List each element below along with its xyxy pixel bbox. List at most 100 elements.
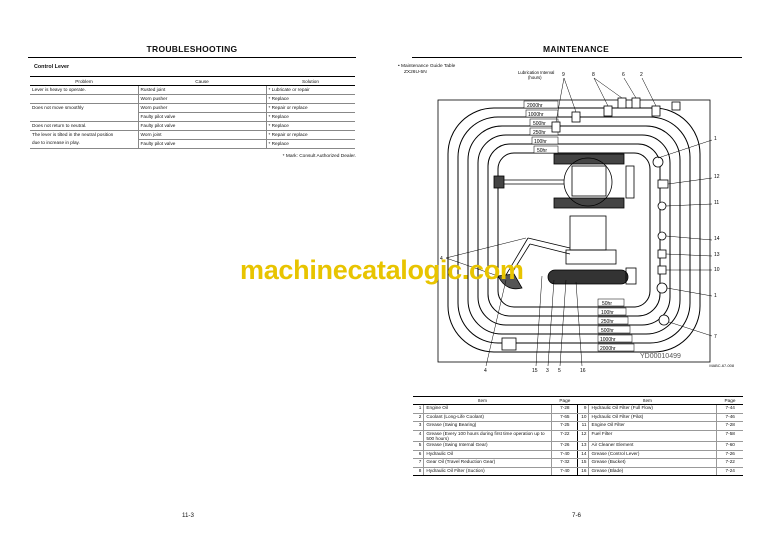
page-title: TROUBLESHOOTING — [146, 44, 238, 54]
drawing-id: YD00010499 — [640, 353, 681, 360]
page-number: 7-6 — [572, 512, 581, 519]
interval-label: 500hr — [601, 328, 614, 334]
callout-number: 6 — [622, 72, 625, 78]
ring-1000 — [457, 116, 691, 344]
column-header: Cause — [138, 76, 266, 86]
item-page: 7-40 — [551, 450, 579, 460]
oil-drop-icon — [652, 156, 664, 168]
interval-label: 1000hr — [528, 112, 544, 118]
interval-label: 100hr — [534, 139, 547, 145]
coolant-icon — [631, 97, 641, 109]
solution-cell: * Replace — [266, 121, 355, 131]
interval-label: 2000hr — [600, 346, 616, 352]
book-icon — [501, 337, 517, 351]
item-name: Grease (Every 100 hours during first tim… — [423, 430, 553, 443]
interval-label: 1000hr — [600, 337, 616, 343]
solution-cell: * Repair or replace — [266, 103, 355, 113]
cause-cell: Faulty pilot valve — [138, 112, 267, 122]
oil-icon — [617, 97, 627, 109]
excavator-top-view — [493, 153, 635, 209]
column-header: Page — [716, 396, 743, 405]
problem-cell: Does not move smoothly — [30, 103, 139, 113]
figure-code: MABC-67-008 — [709, 363, 734, 368]
item-page: 7-22 — [716, 458, 743, 468]
item-name: Hydraulic Oil Filter (Pilot) — [588, 413, 718, 422]
title-divider — [28, 57, 356, 58]
filter-icon — [571, 111, 581, 123]
leader-lines — [445, 77, 713, 367]
column-header: Solution — [266, 76, 355, 86]
fuel-filter-icon — [657, 179, 669, 189]
callout-number: 12 — [714, 174, 720, 180]
maintenance-diagram: Lubrication Interval (hours) 2000hr 1000… — [437, 70, 720, 372]
table-row: Faulty pilot valve * Replace — [30, 112, 355, 122]
page-title: MAINTENANCE — [542, 44, 610, 54]
item-page: 7-58 — [716, 430, 743, 443]
maintenance-items-table: Item Page Item Page 1 Engine Oil 7-28 9 … — [413, 396, 743, 477]
callout-number: 13 — [714, 252, 720, 258]
callout-number: 4 — [440, 256, 443, 262]
table-row: 2 Coolant (Long-Life Coolant) 7-65 10 Hy… — [413, 413, 743, 422]
table-row: 1 Engine Oil 7-28 9 Hydraulic Oil Filter… — [413, 404, 743, 414]
pilot-filter-icon — [657, 265, 667, 275]
interval-label: 500hr — [533, 121, 546, 127]
title-divider — [412, 57, 742, 58]
table-row: 8 Hydraulic Oil Filter (Suction) 7-40 16… — [413, 467, 743, 477]
item-name: Grease (Control Lever) — [588, 450, 718, 460]
item-name: Coolant (Long-Life Coolant) — [423, 413, 553, 422]
item-page: 7-22 — [551, 430, 579, 443]
solution-cell: * Lubricate or repair — [266, 85, 355, 95]
table-row: 5 Grease (Swing Internal Gear) 7-26 13 A… — [413, 441, 743, 451]
item-number: 15 — [577, 458, 590, 468]
top-interval-labels: 2000hr 1000hr 500hr 250hr 100hr 50hr — [523, 100, 559, 154]
callout-number: 11 — [714, 200, 719, 206]
maintenance-page: MAINTENANCE • Maintenance Guide Table ZX… — [384, 0, 768, 543]
problem-cell: Lever is heavy to operate. — [30, 85, 139, 95]
callout-number: 4 — [484, 368, 487, 372]
engine-filter-icon — [657, 201, 667, 211]
item-number: 14 — [577, 450, 590, 460]
table-row: 6 Hydraulic Oil 7-40 14 Grease (Control … — [413, 450, 743, 460]
item-page: 7-28 — [716, 421, 743, 431]
cause-cell: Worn joint — [138, 130, 267, 140]
gear-icon — [658, 314, 670, 326]
interval-label: 50hr — [602, 301, 612, 307]
column-header: Problem — [30, 76, 138, 86]
column-header: Item — [577, 396, 717, 405]
problem-cell — [30, 94, 139, 104]
table-row: 4 Grease (Every 100 hours during first t… — [413, 430, 743, 443]
ring-50 — [497, 152, 651, 308]
item-page: 7-60 — [716, 441, 743, 451]
table-row: 7 Gear Oil (Travel Reduction Gear) 7-32 … — [413, 458, 743, 468]
ring-250 — [477, 134, 671, 326]
item-page: 7-44 — [716, 404, 743, 414]
ring-100 — [487, 143, 661, 317]
bottom-interval-labels: 50hr 100hr 250hr 500hr 1000hr 2000hr — [597, 298, 635, 352]
item-name: Air Cleaner Element — [588, 441, 718, 451]
filter-icon — [603, 105, 613, 117]
item-number: 3 — [413, 421, 425, 431]
callout-number: 15 — [532, 368, 538, 372]
item-page: 7-32 — [551, 458, 579, 468]
table-row: Worn pusher * Replace — [30, 94, 355, 104]
ring-2000 — [447, 107, 701, 353]
cause-cell: Worn pusher — [138, 94, 267, 104]
ring-500 — [467, 125, 681, 335]
item-page: 7-65 — [551, 413, 579, 422]
item-name: Grease (Swing Internal Gear) — [423, 441, 553, 451]
interval-label: 250hr — [601, 319, 614, 325]
item-number: 16 — [577, 467, 590, 477]
callout-numbers: 9 8 6 2 1 12 11 14 13 10 1 7 4 4 15 3 5 … — [440, 72, 720, 372]
interval-label: 50hr — [537, 148, 547, 154]
interval-label: 2000hr — [527, 103, 543, 109]
maintenance-point-icons — [501, 97, 681, 351]
callout-number: 14 — [714, 236, 720, 242]
callout-number: 9 — [562, 72, 565, 78]
interval-rings — [447, 107, 701, 353]
item-number: 9 — [577, 404, 590, 414]
book-icon — [671, 101, 681, 111]
callout-number: 7 — [714, 334, 717, 340]
item-name: Gear Oil (Travel Reduction Gear) — [423, 458, 553, 468]
air-cleaner-icon — [657, 249, 667, 259]
problem-cell — [30, 112, 139, 122]
